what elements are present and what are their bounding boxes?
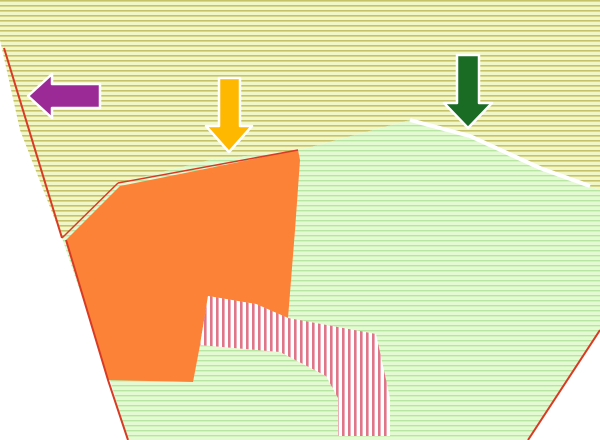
purple-left-arrow[interactable]	[26, 72, 102, 120]
orange-top-edge	[117, 149, 299, 184]
green-down-arrow-icon	[442, 53, 494, 130]
yellow-region	[0, 0, 600, 238]
purple-left-arrow-icon	[26, 72, 102, 120]
green-down-arrow[interactable]	[442, 53, 494, 130]
left-boundary-line	[3, 47, 63, 239]
yellow-down-arrow[interactable]	[204, 76, 254, 154]
highlighted-edge	[409, 118, 591, 188]
orange-region	[66, 150, 300, 382]
orange-inner-edge	[61, 182, 119, 239]
right-lower-boundary-line	[527, 329, 600, 440]
pink-hatched-region	[200, 296, 390, 436]
left-lower-boundary-line	[65, 239, 129, 440]
yellow-down-arrow-icon	[204, 76, 254, 154]
